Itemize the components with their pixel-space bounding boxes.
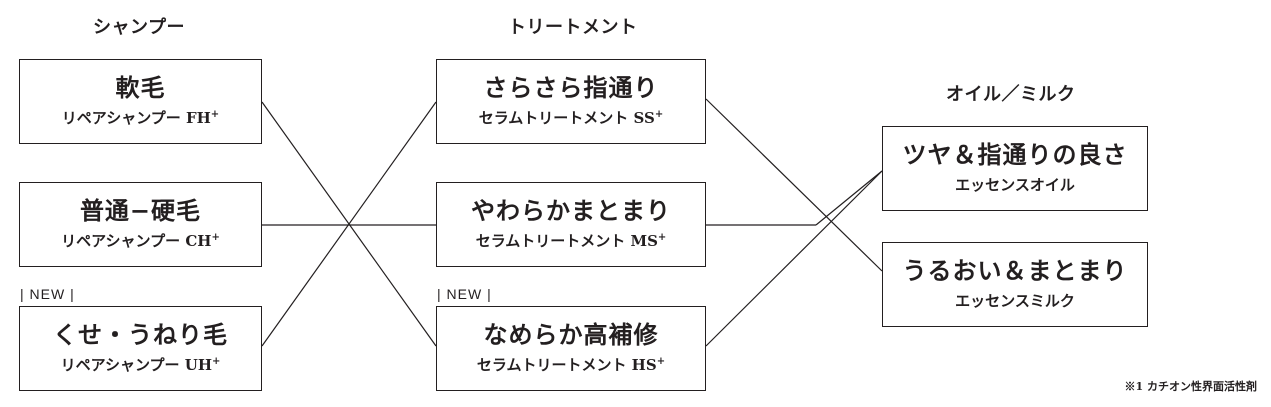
connector-ss-milk: [705, 98, 883, 272]
essence-oil-product: エッセンスオイル: [955, 176, 1075, 194]
treatment-ms-name: やわらかまとまり: [471, 196, 671, 225]
oil-milk-column-title: オイル／ミルク: [946, 84, 1076, 105]
shampoo-ch-product: リペアシャンプー CH+: [61, 232, 220, 250]
treatment-hs-new-badge: | NEW |: [437, 286, 492, 302]
treatment-hs-box: なめらか高補修 セラムトリートメント HS+: [436, 306, 706, 391]
treatment-hs-product: セラムトリートメント HS+: [476, 356, 666, 374]
treatment-ss-box: さらさら指通り セラムトリートメント SS+: [436, 59, 706, 144]
essence-oil-box: ツヤ＆指通りの良さ エッセンスオイル: [882, 126, 1148, 211]
treatment-hs-name: なめらか高補修: [483, 320, 659, 349]
shampoo-fh-box: 軟毛 リペアシャンプー FH+: [19, 59, 262, 144]
treatment-column-title: トリートメント: [508, 17, 638, 38]
shampoo-ch-name: 普通−硬毛: [79, 196, 202, 225]
shampoo-fh-product: リペアシャンプー FH+: [61, 109, 220, 127]
connector-uh-ss: [261, 101, 437, 347]
essence-oil-name: ツヤ＆指通りの良さ: [902, 140, 1128, 169]
essence-milk-name: うるおい＆まとまり: [902, 256, 1128, 285]
footnote: ※1 カチオン性界面活性剤: [1124, 380, 1257, 393]
connector-ms-oil-branch: [815, 170, 883, 226]
shampoo-fh-name: 軟毛: [115, 73, 166, 102]
shampoo-ch-box: 普通−硬毛 リペアシャンプー CH+: [19, 182, 262, 267]
treatment-ss-product: セラムトリートメント SS+: [478, 109, 664, 127]
essence-milk-box: うるおい＆まとまり エッセンスミルク: [882, 242, 1148, 327]
essence-milk-product: エッセンスミルク: [955, 292, 1075, 310]
shampoo-column-title: シャンプー: [93, 17, 185, 38]
shampoo-uh-product: リペアシャンプー UH+: [60, 356, 221, 374]
treatment-ms-box: やわらかまとまり セラムトリートメント MS+: [436, 182, 706, 267]
connector-hs-oil: [705, 170, 883, 347]
shampoo-uh-new-badge: | NEW |: [20, 286, 75, 302]
shampoo-uh-box: くせ・うねり毛 リペアシャンプー UH+: [19, 306, 262, 391]
shampoo-uh-name: くせ・うねり毛: [53, 320, 228, 349]
treatment-ms-product: セラムトリートメント MS+: [475, 232, 667, 250]
treatment-ss-name: さらさら指通り: [483, 73, 659, 102]
